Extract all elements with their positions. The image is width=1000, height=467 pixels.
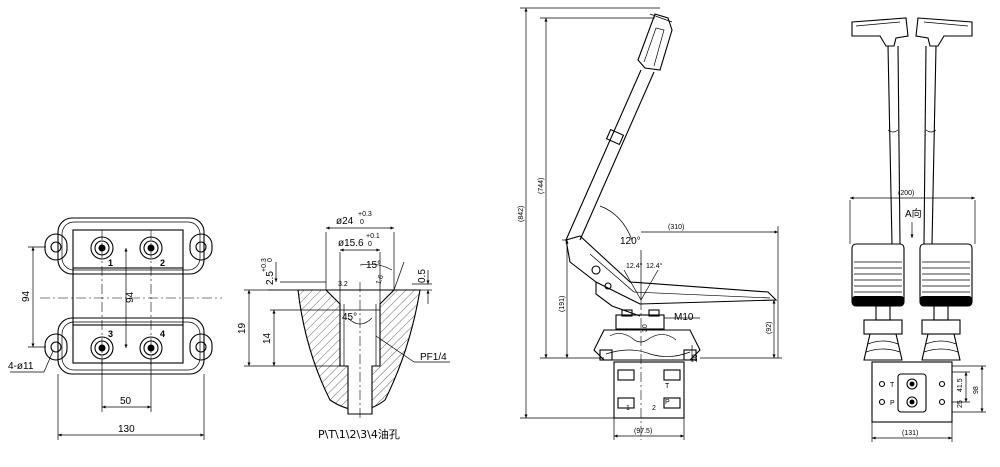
dim-depth-tol-lower: 0 <box>267 258 274 262</box>
dim-415: 41.5 <box>957 378 964 392</box>
front-port-T: T <box>890 382 895 389</box>
dim-port-spacing: 50 <box>120 396 132 407</box>
side-port-1: 1 <box>626 405 630 412</box>
dim-32: 3.2 <box>338 281 348 288</box>
dim-842: (842) <box>518 206 525 222</box>
side-port-T: T <box>665 383 670 390</box>
dim-inner-tol-lower: 0 <box>368 241 372 248</box>
top-view: 1 2 3 4 94 94 4-ø11 50 130 <box>8 217 222 440</box>
dim-975: (97.5) <box>634 428 652 435</box>
dim-20: 20 <box>692 354 699 362</box>
dim-744: (744) <box>538 178 545 194</box>
port-label-2: 2 <box>160 258 165 268</box>
side-port-2: 2 <box>652 405 656 412</box>
dim-outer-tol-lower: 0 <box>360 219 364 226</box>
dim-310: (310) <box>668 224 684 231</box>
front-port-P: P <box>890 400 895 407</box>
dim-inner-tol-upper: +0.1 <box>366 233 380 240</box>
dim-inner-dia: ø15.6 <box>338 238 364 249</box>
dim-outer-dia: ø24 <box>336 216 354 227</box>
dim-98: 98 <box>973 386 980 394</box>
dim-total-width: 130 <box>118 424 135 435</box>
port-label-3: 3 <box>108 329 113 339</box>
port-label-1: 1 <box>108 258 113 268</box>
dim-center: 94 <box>125 291 136 303</box>
dim-92: (92) <box>766 322 773 334</box>
dim-depth: 2.5 <box>265 271 276 285</box>
dim-thread: PF1/4 <box>420 352 447 363</box>
dim-30: 30 <box>642 324 649 332</box>
dim-200: (200) <box>898 190 914 197</box>
direction-label: A向 <box>905 207 922 220</box>
dim-holes: 4-ø11 <box>8 361 34 372</box>
angle-124b: 12.4° <box>646 262 663 270</box>
dim-height: 94 <box>21 290 32 302</box>
dim-19: 19 <box>237 322 248 334</box>
dim-05: 0.5 <box>417 269 428 283</box>
dim-25: 25 <box>957 400 964 408</box>
dim-angle-45: 45° <box>342 312 357 323</box>
side-view: T P 1 2 M10 30 20 120° 12.4° 12.4° (842)… <box>518 7 782 440</box>
dim-131: (131) <box>902 430 918 437</box>
section-caption: P\T\1\2\3\4油孔 <box>318 427 400 441</box>
dim-16: 1.6 <box>375 274 385 286</box>
dim-depth-tol: +0.3 <box>261 258 268 272</box>
dim-angle-15: 15° <box>366 260 381 271</box>
front-view: (200) A向 <box>849 17 986 442</box>
port-section-view: ø24 +0.3 0 ø15.6 +0.1 0 15° 1.6 3.2 45° … <box>237 211 450 441</box>
dim-14: 14 <box>262 332 273 344</box>
port-label-4: 4 <box>160 329 165 339</box>
angle-120: 120° <box>620 236 641 247</box>
dim-191: (191) <box>559 296 566 312</box>
dim-outer-tol-upper: +0.3 <box>358 211 372 218</box>
side-thread: M10 <box>674 312 694 323</box>
angle-124a: 12.4° <box>626 262 643 270</box>
side-port-P: P <box>665 399 670 406</box>
